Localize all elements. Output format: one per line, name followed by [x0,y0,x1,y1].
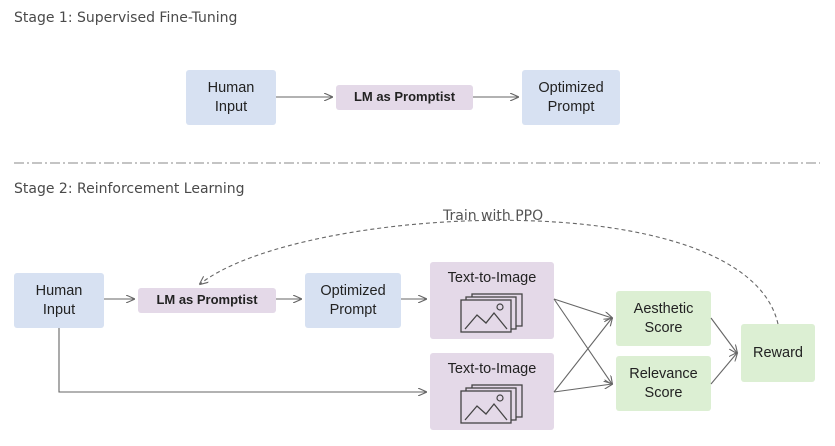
edge-t2i-bottom-to-relevance [553,384,612,393]
edge-t2i-top-to-relevance [553,298,612,384]
text-to-image-label-bottom: Text-to-Image [447,361,537,377]
aesthetic-score-node: Aesthetic Score [616,291,711,346]
text-to-image-node-top: Text-to-Image [430,262,554,339]
edge-relevance-to-reward [710,353,737,385]
reward-node: Reward [741,324,815,382]
edge-t2i-top-to-aesthetic [553,298,612,318]
relevance-score-node: Relevance Score [616,356,711,411]
stage1-human-input-node: Human Input [186,70,276,125]
stage1-optimized-prompt-node: Optimized Prompt [522,70,620,125]
edge-t2i-bottom-to-aesthetic [553,318,612,393]
stage1-promptist-node: LM as Promptist [336,85,473,110]
edge-input-to-t2i-bottom [58,328,426,392]
stage2-human-input-node: Human Input [14,273,104,328]
image-stack-icon [460,384,523,424]
stage2-promptist-node: LM as Promptist [138,288,276,313]
edge-ppo-feedback [200,219,779,325]
text-to-image-label-top: Text-to-Image [447,270,537,286]
stage1-title: Stage 1: Supervised Fine-Tuning [14,10,238,26]
stage2-title: Stage 2: Reinforcement Learning [14,181,245,197]
image-stack-icon [460,293,523,333]
stage2-optimized-prompt-node: Optimized Prompt [305,273,401,328]
text-to-image-node-bottom: Text-to-Image [430,353,554,430]
edge-aesthetic-to-reward [710,317,737,353]
